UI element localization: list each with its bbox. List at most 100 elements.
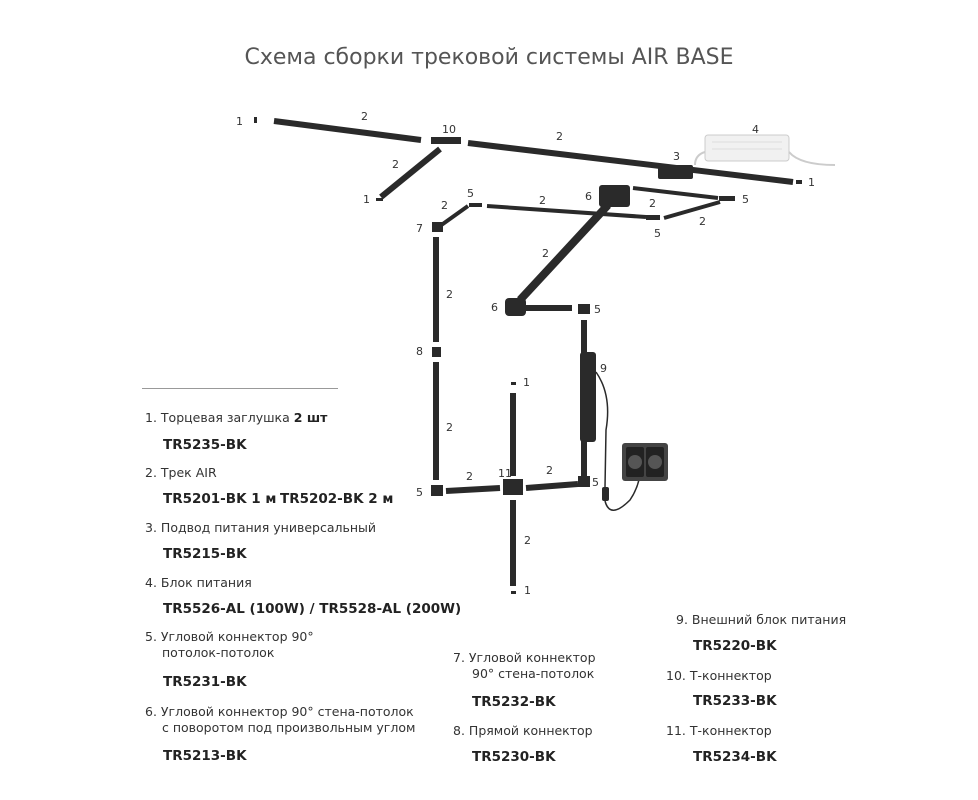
- item-number: 5.: [145, 629, 157, 644]
- callout: 2: [699, 215, 706, 228]
- callout: 2: [542, 247, 549, 260]
- callout: 5: [742, 193, 749, 206]
- item-code: TR5213-BK: [163, 748, 247, 764]
- track: [525, 481, 579, 491]
- callout-numbers: 1 2 10 2 4 3 1 2 1 5 2 2 6 2 5 2 5 7 2 2…: [236, 110, 815, 597]
- callout: 2: [649, 197, 656, 210]
- callout: 1: [808, 176, 815, 189]
- end-cap: [511, 591, 516, 594]
- track: [486, 204, 647, 219]
- callout: 5: [416, 486, 423, 499]
- callout: 5: [592, 476, 599, 489]
- callout: 5: [467, 187, 474, 200]
- power-socket: [622, 443, 668, 481]
- item-text: Т-коннектор: [689, 723, 772, 738]
- track: [467, 140, 794, 185]
- item-text: потолок-потолок: [162, 645, 275, 660]
- item-text: Прямой коннектор: [468, 723, 593, 738]
- item-code: TR5234-BK: [693, 749, 777, 765]
- callout: 2: [524, 534, 531, 547]
- callout: 2: [446, 421, 453, 434]
- end-cap: [511, 382, 516, 385]
- legend-item-10: 10. Т-коннектор: [666, 668, 772, 684]
- cable-switch: [602, 487, 609, 501]
- legend-item-1: 1. Торцевая заглушка 2 шт: [145, 410, 327, 426]
- track: [273, 118, 422, 143]
- straight-connector: [432, 347, 441, 357]
- track: [445, 485, 501, 494]
- callout: 10: [442, 123, 456, 136]
- wall-ceiling-connector: [599, 185, 630, 207]
- item-text: Подвод питания универсальный: [160, 520, 377, 535]
- item-code: TR5232-BK: [472, 694, 556, 710]
- callout: 2: [361, 110, 368, 123]
- item-text: Угловой коннектор 90°: [160, 629, 314, 644]
- callout: 7: [416, 222, 423, 235]
- t-connector: [431, 137, 461, 144]
- callout: 1: [523, 376, 530, 389]
- corner-connector: [432, 222, 443, 232]
- legend-item-5: 5. Угловой коннектор 90°потолок-потолок: [145, 629, 314, 661]
- callout: 2: [539, 194, 546, 207]
- item-text: с поворотом под произвольным углом: [162, 720, 416, 735]
- callout: 1: [363, 193, 370, 206]
- callout: 6: [585, 190, 592, 203]
- item-text: Угловой коннектор: [468, 650, 596, 665]
- item-code: TR5235-BK: [163, 437, 247, 453]
- wall-ceiling-connector: [505, 298, 526, 316]
- item-number: 1.: [145, 410, 157, 425]
- power-feed: [658, 165, 693, 179]
- callout: 5: [594, 303, 601, 316]
- item-number: 11.: [666, 723, 686, 738]
- callout: 9: [600, 362, 607, 375]
- tracks: [273, 118, 794, 586]
- item-text: Внешний блок питания: [691, 612, 847, 627]
- power-supply-unit: [694, 134, 836, 166]
- corner-connector: [646, 215, 660, 220]
- legend-item-11: 11. Т-коннектор: [666, 723, 772, 739]
- track: [663, 200, 721, 220]
- item-text: Торцевая заглушка: [160, 410, 290, 425]
- end-cap: [254, 117, 257, 123]
- legend-item-2: 2. Трек AIR: [145, 465, 217, 481]
- external-power-supply: [580, 352, 596, 442]
- item-text: Т-коннектор: [689, 668, 772, 683]
- item-number: 4.: [145, 575, 157, 590]
- corner-connector: [578, 304, 590, 314]
- callout: 8: [416, 345, 423, 358]
- item-quantity: 2 шт: [293, 410, 328, 425]
- callout: 2: [446, 288, 453, 301]
- item-code: TR5233-BK: [693, 693, 777, 709]
- item-code: TR5202-BK 2 м: [280, 491, 394, 507]
- corner-connector: [469, 203, 482, 207]
- callout: 4: [752, 123, 759, 136]
- connectors: [254, 117, 802, 594]
- callout: 1: [236, 115, 243, 128]
- legend-item-4: 4. Блок питания: [145, 575, 252, 591]
- page-title: Схема сборки трековой системы AIR BASE: [244, 45, 734, 70]
- callout: 5: [654, 227, 661, 240]
- callout: 1: [524, 584, 531, 597]
- legend-item-8: 8. Прямой коннектор: [453, 723, 593, 739]
- callout: 2: [546, 464, 553, 477]
- legend-item-3: 3. Подвод питания универсальный: [145, 520, 376, 536]
- item-code: TR5215-BK: [163, 546, 247, 562]
- item-number: 6.: [145, 704, 157, 719]
- track: [379, 146, 442, 200]
- callout: 11: [498, 467, 512, 480]
- callout: 6: [491, 301, 498, 314]
- end-cap: [376, 198, 383, 201]
- callout: 3: [673, 150, 680, 163]
- callout: 2: [392, 158, 399, 171]
- callout: 2: [556, 130, 563, 143]
- t-connector: [503, 479, 523, 495]
- item-code: TR5230-BK: [472, 749, 556, 765]
- divider: [142, 388, 338, 389]
- item-number: 9.: [676, 612, 688, 627]
- item-code: TR5526-AL (100W) / TR5528-AL (200W): [163, 601, 462, 617]
- item-number: 3.: [145, 520, 157, 535]
- item-code: TR5201-BK 1 м: [163, 491, 277, 507]
